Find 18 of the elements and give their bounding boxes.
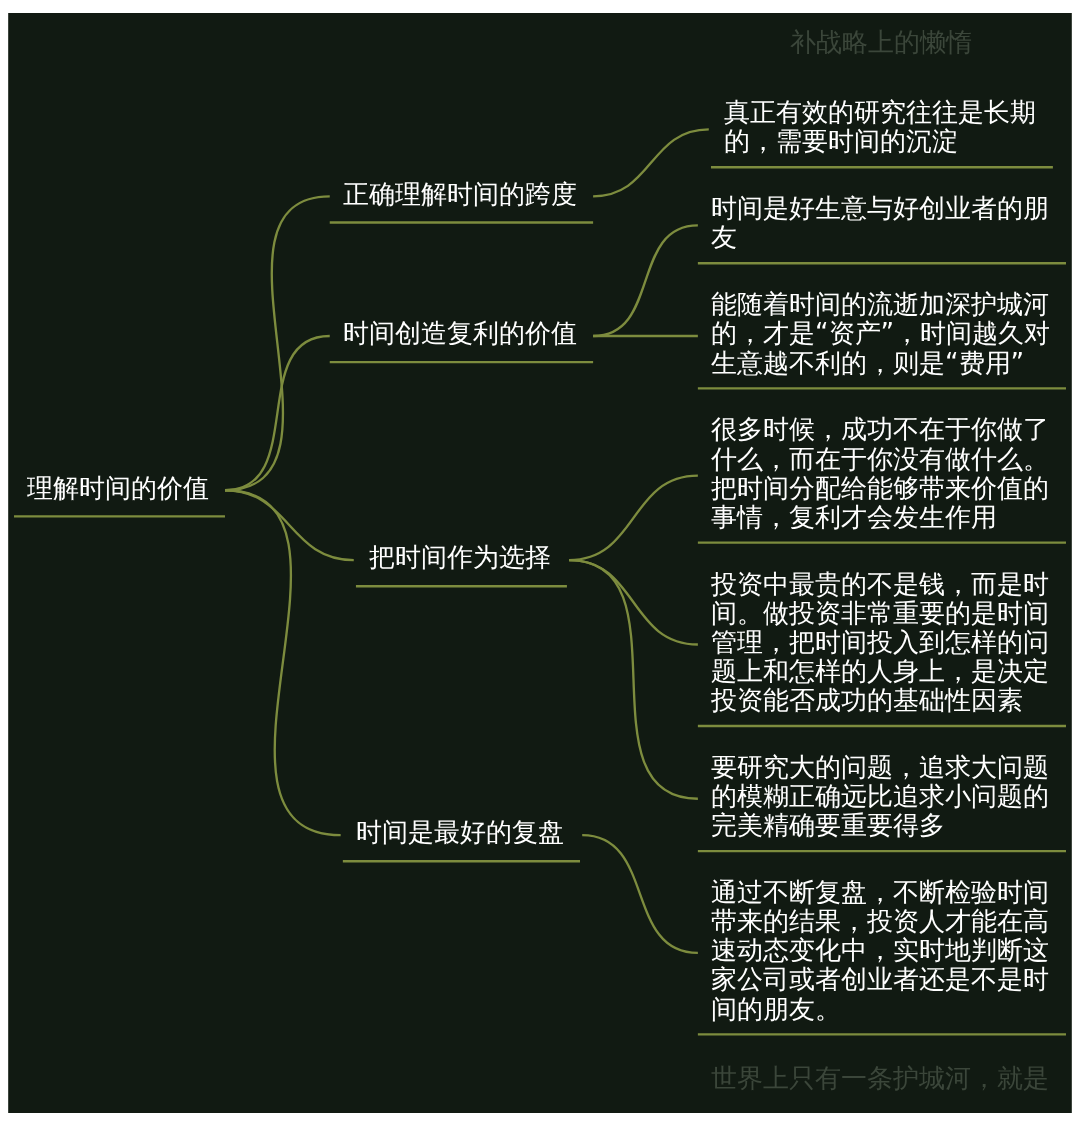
connector <box>582 833 699 954</box>
connector <box>593 334 698 337</box>
connector <box>592 223 699 337</box>
connector <box>568 558 699 800</box>
node-text: 投资中最贵的不是钱，而是时间。做投资非常重要的是时间管理，把时间投入到怎样的问题上和怎样的人身上，是决定投资能否成功的基础性因素 <box>710 568 1049 715</box>
node-text: 很多时候，成功不在于你做了什么，而在于你没有做什么。把时间分配给能够带来价值的事情，复利才会发生作用 <box>710 413 1049 532</box>
node-text: 把时间作为选择 <box>369 541 552 572</box>
connector <box>224 488 341 836</box>
node-text: 时间是最好的复盘 <box>355 816 564 847</box>
node-text: 通过不断复盘，不断检验时间带来的结果，投资人才能在高速动态变化中，实时地判断这家公司或者创业者还是不是时间的朋友。 <box>710 876 1049 1024</box>
node-text: 时间创造复利的价值 <box>342 317 577 348</box>
node-text: 能随着时间的流逝加深护城河的，才是“资产”，时间越久对生意越不利的，则是“费用” <box>710 288 1051 378</box>
node-text: 真正有效的研究往往是长期的，需要时间的沉淀 <box>724 96 1037 156</box>
node-text: 时间是好生意与好创业者的朋友 <box>710 192 1049 252</box>
node-text: 正确理解时间的跨度 <box>342 178 577 209</box>
connector <box>593 127 709 197</box>
node-text: 理解时间的价值 <box>27 472 210 503</box>
node-text: 要研究大的问题，追求大问题的模糊正确远比追求小问题的完美精确要重要得多 <box>710 751 1049 840</box>
